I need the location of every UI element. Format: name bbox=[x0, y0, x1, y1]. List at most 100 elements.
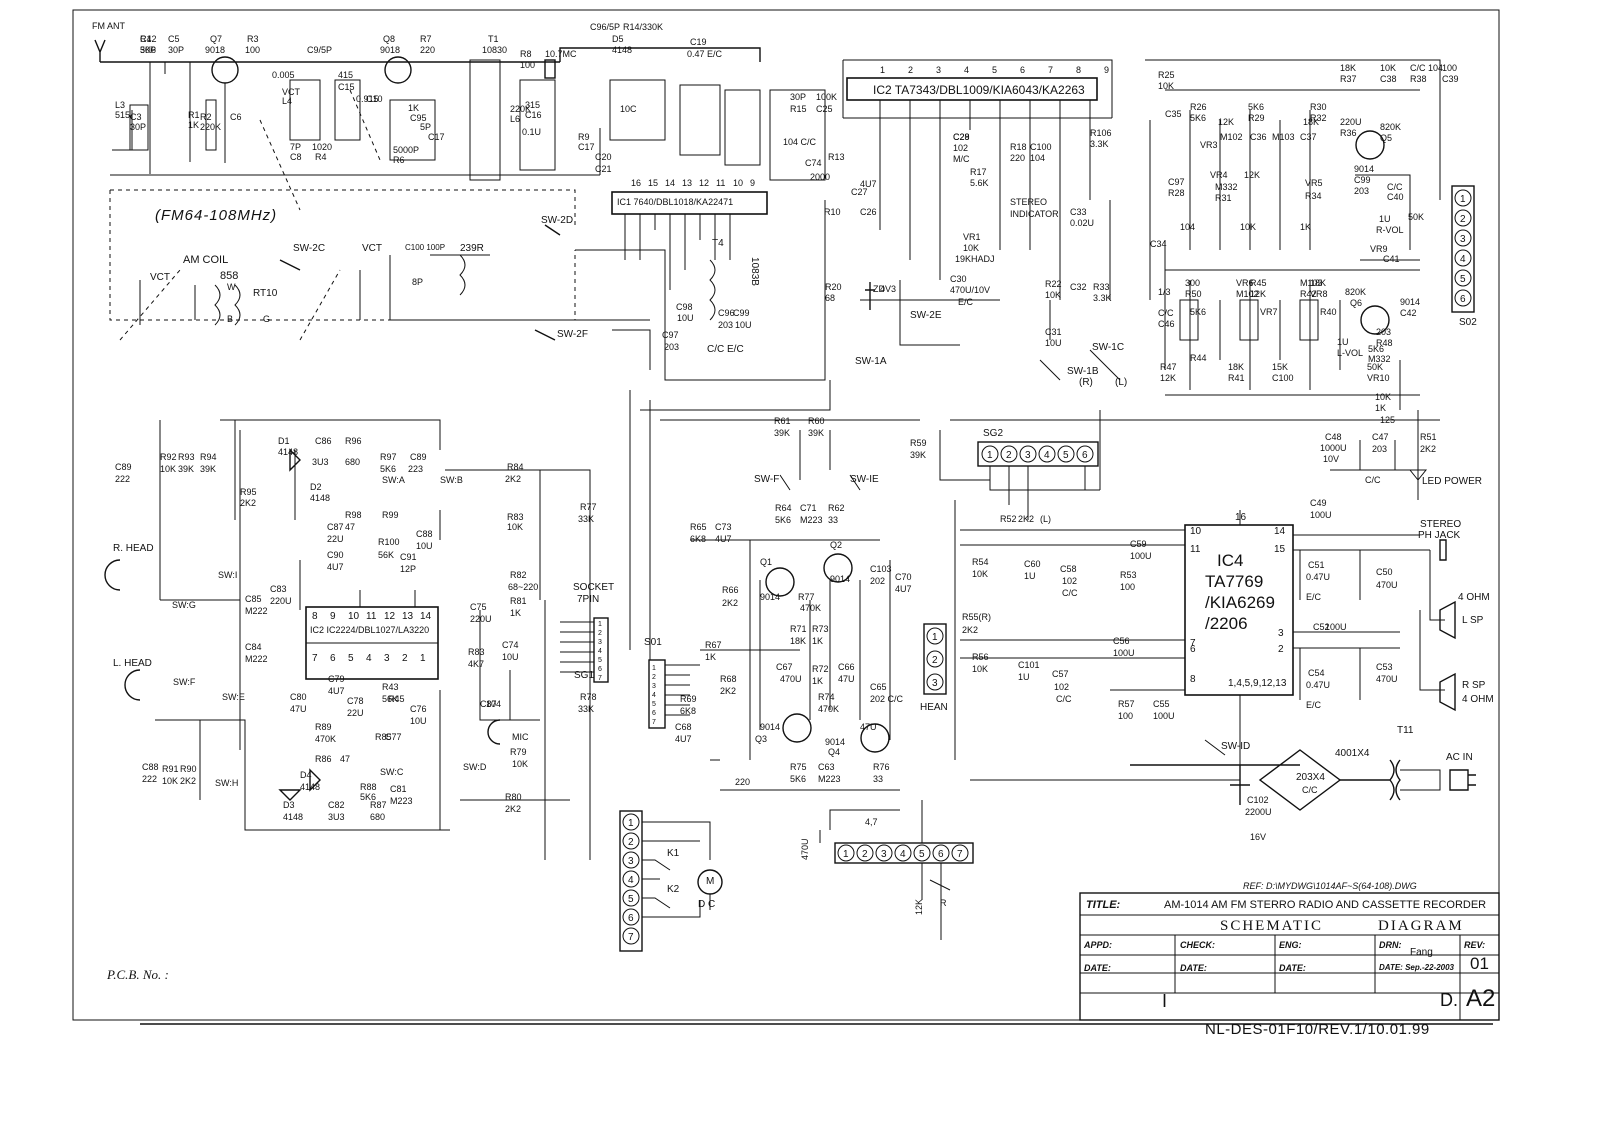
sg2-pin: 2 bbox=[1006, 450, 1012, 461]
mid-component-label: R74 bbox=[818, 692, 835, 702]
stereo-jack-label: STEREO bbox=[1420, 519, 1462, 530]
bottom-connector-pin: 4 bbox=[900, 849, 906, 860]
mid-component-label: R75 bbox=[790, 762, 807, 772]
mid-component-label: 47U bbox=[838, 674, 855, 684]
am-coil-label: AM COIL bbox=[183, 254, 229, 266]
mpx-component-label: E/C bbox=[958, 297, 974, 307]
ref-path: REF: D:\MYDWG\1014AF~S(64-108).DWG bbox=[1243, 881, 1417, 891]
rf-component-label: R3 bbox=[247, 34, 259, 44]
tone-component-label: 9014 bbox=[1400, 297, 1420, 307]
preamp-component-label: 10U bbox=[416, 541, 433, 551]
rf-component-label: C96/5P bbox=[590, 22, 620, 32]
mid-component-label: C68 bbox=[675, 722, 692, 732]
power-led bbox=[1330, 410, 1428, 500]
ic1-pin: 10 bbox=[733, 178, 743, 188]
ic4-pin: 8 bbox=[1190, 674, 1196, 685]
amp-component-label: (L) bbox=[1040, 514, 1051, 524]
tone-component-label: 220U bbox=[1340, 117, 1362, 127]
hean-connector bbox=[923, 623, 947, 695]
preamp-component-label: R86 bbox=[315, 754, 332, 764]
mpx-component-label: 10K bbox=[1045, 290, 1061, 300]
tone-component-label: 50K bbox=[1408, 212, 1424, 222]
tone-component-label: R42 bbox=[1300, 289, 1317, 299]
led-power-label: LED POWER bbox=[1422, 476, 1483, 487]
mid-component-label: 9014 bbox=[825, 737, 845, 747]
tone-component-label: 1K bbox=[1300, 222, 1311, 232]
mid-component-label: 470U bbox=[780, 674, 802, 684]
sw-2f-label: SW-2F bbox=[557, 329, 588, 340]
amp-component-label: C58 bbox=[1060, 564, 1077, 574]
ic2-mpx-pin: 6 bbox=[1020, 65, 1025, 75]
ic2-mpx-pin: 8 bbox=[1076, 65, 1081, 75]
relay-k1-label: K1 bbox=[667, 848, 680, 859]
mpx-component-label: STEREO bbox=[1010, 197, 1047, 207]
rev-label: REV: bbox=[1464, 940, 1486, 950]
mpx-component-label: C33 bbox=[1070, 207, 1087, 217]
tone-component-label: 12K bbox=[1250, 289, 1266, 299]
bottom-connector-pin: 2 bbox=[862, 849, 868, 860]
sheet-size: A2 bbox=[1466, 985, 1496, 1012]
mpx-component-label: R106 bbox=[1090, 128, 1112, 138]
tone-component-label: C99 bbox=[1354, 175, 1371, 185]
s01-pin: 5 bbox=[652, 701, 656, 708]
preamp-component-label: 4U7 bbox=[328, 686, 345, 696]
mid-component-label: 33 bbox=[873, 774, 883, 784]
tone-component-label: R50 bbox=[1185, 289, 1202, 299]
mpx-component-label: C32 bbox=[1070, 282, 1087, 292]
rf-component-label: 9018 bbox=[380, 45, 400, 55]
preamp-component-label: R90 bbox=[180, 764, 197, 774]
amp-component-label: 100U bbox=[1130, 551, 1152, 561]
ohm-label-right: 4 OHM bbox=[1462, 694, 1494, 705]
ic1-pin: 14 bbox=[665, 178, 675, 188]
schematic-word: SCHEMATIC bbox=[1220, 918, 1324, 934]
tone-component-label: 15K bbox=[1272, 362, 1288, 372]
preamp-component-label: R98 bbox=[345, 510, 362, 520]
ic4-pin: 7 bbox=[1190, 638, 1196, 649]
tone-component-label: C39 bbox=[1442, 74, 1459, 84]
bridge-caps-label: 203X4 bbox=[1296, 772, 1325, 783]
rf-component-label: L3 bbox=[115, 100, 125, 110]
c100-label: C100 100P bbox=[405, 243, 446, 252]
amp-component-label: 100U bbox=[1153, 711, 1175, 721]
sg1-label: SG1 bbox=[574, 670, 595, 681]
s01-pin: 4 bbox=[652, 692, 656, 699]
ic4-line: /KIA6269 bbox=[1205, 593, 1275, 612]
preamp-component-label: R99 bbox=[382, 510, 399, 520]
preamp-component-label: C85 bbox=[245, 594, 262, 604]
rf-component-label: 5000P bbox=[393, 145, 419, 155]
bottom-connector-pin: 7 bbox=[957, 849, 963, 860]
amp-component-label: 2K2 bbox=[962, 625, 978, 635]
preamp-component-label: C89 bbox=[410, 452, 427, 462]
amp-component-label: E/C bbox=[1306, 592, 1322, 602]
rf-component-label: C21 bbox=[595, 164, 612, 174]
mid-component-label: C71 bbox=[800, 503, 817, 513]
rf-component-label: C19 bbox=[690, 37, 707, 47]
preamp-component-label: 2K2 bbox=[180, 776, 196, 786]
preamp-component-label: R79 bbox=[510, 747, 527, 757]
amp-component-label: 10K bbox=[972, 569, 988, 579]
s01-pin: 6 bbox=[652, 710, 656, 717]
tone-component-label: M102 bbox=[1236, 289, 1259, 299]
mid-component-label: 33 bbox=[828, 515, 838, 525]
mid-component-label: R64 bbox=[775, 503, 792, 513]
rf-component-label: R15 bbox=[790, 104, 807, 114]
preamp-component-label: R80 bbox=[505, 792, 522, 802]
tone-component-label: VR8 bbox=[1310, 289, 1328, 299]
tone-component-label: R32 bbox=[1310, 113, 1327, 123]
mid-component-label: R66 bbox=[722, 585, 739, 595]
drawing-title: AM-1014 AM FM STERRO RADIO AND CASSETTE … bbox=[1164, 899, 1487, 911]
preamp-component-label: D4 bbox=[300, 770, 312, 780]
mid-component-label: 5K6 bbox=[775, 515, 791, 525]
transistor-q4 bbox=[860, 723, 890, 753]
rf-component-label: 1020 bbox=[312, 142, 332, 152]
bottom-connector-label: 12K bbox=[914, 899, 924, 915]
s01-label: S01 bbox=[644, 637, 662, 648]
mid-component-label: 5K6 bbox=[790, 774, 806, 784]
power-supply bbox=[970, 739, 1476, 811]
am-coil-value: 858 bbox=[220, 270, 239, 282]
amp-component-label: C60 bbox=[1024, 559, 1041, 569]
amp-component-label: C/C bbox=[1056, 694, 1072, 704]
tone-component-label: C37 bbox=[1300, 132, 1317, 142]
mid-component-label: M223 bbox=[818, 774, 841, 784]
